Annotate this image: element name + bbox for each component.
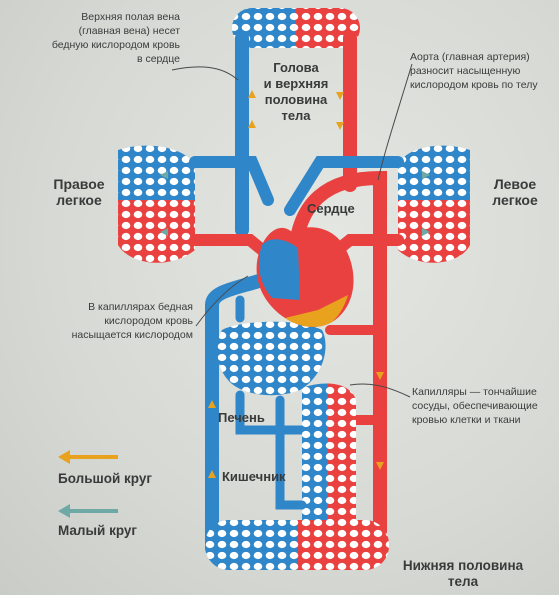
note-line: кровью клетки и ткани [412, 414, 521, 426]
label-line: легкое [56, 192, 102, 208]
right-lung-capillaries [118, 145, 195, 263]
liver-capillaries [217, 321, 326, 396]
note-line: кислородом кровь по телу [410, 79, 538, 91]
intestine-capillaries [302, 383, 356, 537]
left-lung-capillaries [398, 145, 470, 263]
note-line: Капилляры — тончайшие [412, 386, 537, 398]
annotation-lines [171, 63, 413, 398]
label-line: половина [264, 92, 328, 107]
label-line: тела [281, 108, 311, 123]
legend-arrow-pulmonary [58, 504, 118, 518]
legend-pulmonary-label: Малый круг [58, 523, 138, 538]
label-line: Нижняя половина [402, 558, 524, 573]
note-line: кислородом кровь [104, 315, 193, 327]
legend-systemic-label: Большой круг [58, 471, 152, 486]
note-line: бедную кислородом кровь [51, 39, 180, 51]
note-line: (главная вена) несет [78, 25, 180, 37]
note-line: Верхняя полая вена [81, 11, 180, 23]
liver-label: Печень [218, 410, 265, 425]
label-line: и верхняя [263, 76, 329, 91]
vena-cava-note: Верхняя полая вена (главная вена) несет … [40, 10, 180, 66]
heart [256, 227, 354, 327]
intestine-vein [275, 395, 307, 510]
label-line: Правое [53, 176, 105, 192]
label-line: Голова [273, 60, 319, 75]
right-lung-label: Правое легкое [44, 176, 114, 208]
heart-label: Сердце [307, 201, 355, 216]
note-line: Аорта (главная артерия) [410, 51, 530, 63]
note-line: в сердце [136, 53, 180, 65]
head-capillaries [232, 8, 360, 48]
left-lung-label: Левое легкое [480, 176, 550, 208]
label-line: Левое [493, 176, 537, 192]
lung-capillaries-note: В капиллярах бедная кислородом кровь нас… [48, 300, 193, 342]
intestine-label: Кишечник [222, 469, 286, 484]
aorta-note: Аорта (главная артерия) разносит насыщен… [410, 50, 555, 92]
label-line: легкое [492, 192, 538, 208]
capillaries-note: Капилляры — тончайшие сосуды, обеспечива… [412, 385, 557, 427]
note-line: насыщается кислородом [71, 329, 193, 341]
lower-body-label: Нижняя половина тела [388, 558, 538, 590]
note-line: В капиллярах бедная [88, 301, 193, 313]
note-line: сосуды, обеспечивающие [412, 400, 538, 412]
label-line: тела [447, 574, 479, 589]
legend-arrow-systemic [58, 450, 118, 464]
flow-arrows [160, 90, 430, 478]
note-line: разносит насыщенную [410, 65, 521, 77]
lower-body-capillaries [205, 520, 389, 570]
head-label: Голова и верхняя половина тела [254, 60, 338, 124]
